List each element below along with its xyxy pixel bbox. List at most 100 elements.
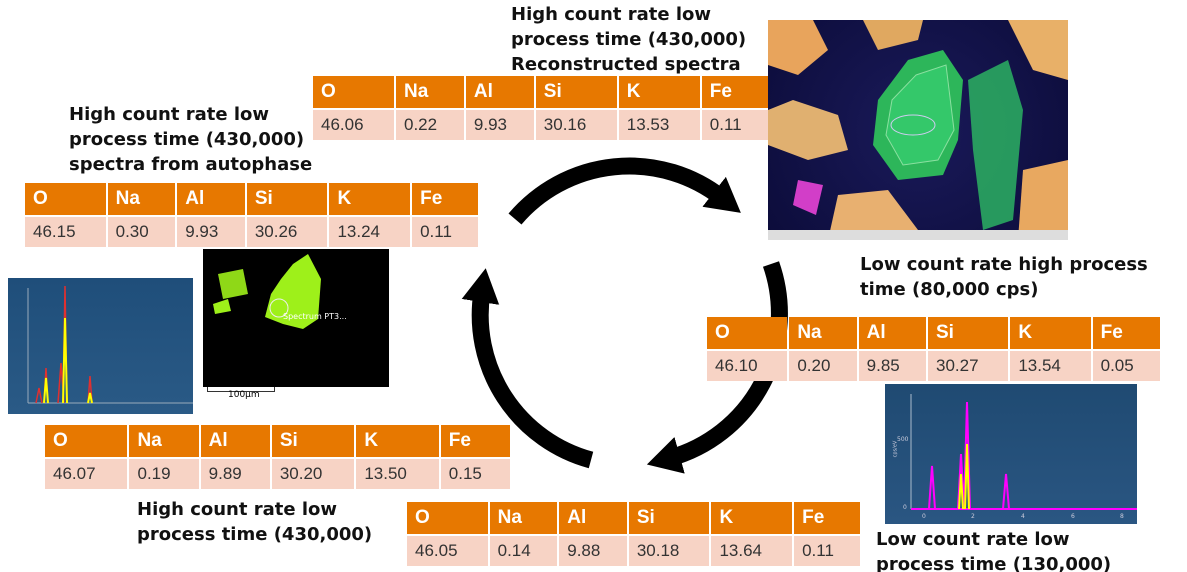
- column-header: O: [25, 183, 106, 215]
- label-line: Low count rate high process: [860, 254, 1148, 275]
- arrow-right: [646, 261, 788, 474]
- column-header: O: [707, 317, 788, 349]
- column-header: Fe: [794, 502, 860, 534]
- column-header: K: [1010, 317, 1091, 349]
- column-header: Na: [789, 317, 857, 349]
- cell-value: 0.22: [395, 108, 464, 140]
- cell-value: 30.27: [928, 349, 1009, 381]
- cell-value: 0.11: [701, 108, 768, 140]
- column-header: O: [313, 76, 394, 108]
- cell-value: 9.93: [465, 108, 534, 140]
- label-line: time (80,000 cps): [860, 279, 1039, 300]
- cell-value: 0.19: [129, 457, 199, 489]
- cell-value: 46.06: [313, 108, 394, 140]
- column-header: K: [329, 183, 411, 215]
- cell-value: 13.53: [618, 108, 700, 140]
- cell-value: 46.15: [25, 215, 106, 247]
- label-line: process time (430,000): [69, 129, 305, 150]
- cell-value: 30.20: [271, 457, 355, 489]
- x-tick: 6: [1071, 513, 1075, 520]
- column-header: O: [407, 502, 488, 534]
- cell-value: 30.26: [246, 215, 328, 247]
- cell-value: 13.64: [711, 534, 793, 566]
- label-line: Low count rate low: [876, 529, 1070, 550]
- label-line: High count rate low: [137, 499, 338, 520]
- eds-spectrum-right: 500 0 0 2 4 6 8 cps/eV: [885, 384, 1137, 524]
- cell-value: 0.05: [1092, 349, 1160, 381]
- x-tick: 2: [971, 513, 975, 520]
- arrow-left: [461, 268, 594, 469]
- column-header: Na: [395, 76, 464, 108]
- cell-value: 0.11: [412, 215, 478, 247]
- column-header: Si: [628, 502, 710, 534]
- column-header: Fe: [412, 183, 478, 215]
- cell-value: 9.89: [200, 457, 270, 489]
- scale-bar: [207, 387, 275, 392]
- column-header: K: [356, 425, 439, 457]
- bse-map-image: Spectrum PT3...: [203, 249, 389, 387]
- spectrum-label: Spectrum PT3...: [283, 312, 347, 321]
- column-header: Fe: [1092, 317, 1160, 349]
- label-line: process time (430,000): [511, 29, 747, 50]
- column-header: K: [618, 76, 700, 108]
- eds-spectrum-left: [8, 278, 193, 414]
- cell-value: 0.14: [489, 534, 558, 566]
- column-header: Fe: [440, 425, 510, 457]
- column-header: Na: [129, 425, 199, 457]
- cell-value: 9.88: [559, 534, 627, 566]
- phase-map-image: [768, 20, 1068, 240]
- x-tick: 8: [1120, 513, 1124, 520]
- column-header: Al: [200, 425, 270, 457]
- cell-value: 9.93: [177, 215, 245, 247]
- cell-value: 0.11: [794, 534, 860, 566]
- column-header: Al: [858, 317, 926, 349]
- cell-value: 46.05: [407, 534, 488, 566]
- cell-value: 13.24: [329, 215, 411, 247]
- y-axis-label: cps/eV: [892, 440, 899, 458]
- scale-bar-label: 100µm: [228, 390, 260, 400]
- arrow-top: [508, 157, 741, 225]
- y-tick: 0: [903, 504, 907, 511]
- panel-3-label: Low count rate high process time (80,000 …: [860, 252, 1148, 302]
- column-header: O: [45, 425, 128, 457]
- column-header: Al: [559, 502, 627, 534]
- label-line: process time (130,000): [876, 554, 1112, 572]
- cell-value: 46.10: [707, 349, 788, 381]
- cell-value: 9.85: [858, 349, 926, 381]
- cell-value: 30.18: [628, 534, 710, 566]
- cell-value: 13.54: [1010, 349, 1091, 381]
- x-tick: 0: [922, 513, 926, 520]
- cell-value: 0.20: [789, 349, 857, 381]
- column-header: Al: [177, 183, 245, 215]
- column-header: Si: [535, 76, 617, 108]
- column-header: K: [711, 502, 793, 534]
- column-header: Na: [107, 183, 176, 215]
- column-header: Fe: [701, 76, 768, 108]
- label-line: High count rate low: [511, 4, 712, 25]
- panel-5-label: Low count rate low process time (130,000): [876, 527, 1111, 572]
- column-header: Si: [246, 183, 328, 215]
- cell-value: 0.15: [440, 457, 510, 489]
- cell-value: 46.07: [45, 457, 128, 489]
- panel-1-label: High count rate low process time (430,000…: [511, 2, 746, 77]
- column-header: Al: [465, 76, 534, 108]
- label-line: process time (430,000): [137, 524, 373, 545]
- cell-value: 30.16: [535, 108, 617, 140]
- column-header: Si: [928, 317, 1009, 349]
